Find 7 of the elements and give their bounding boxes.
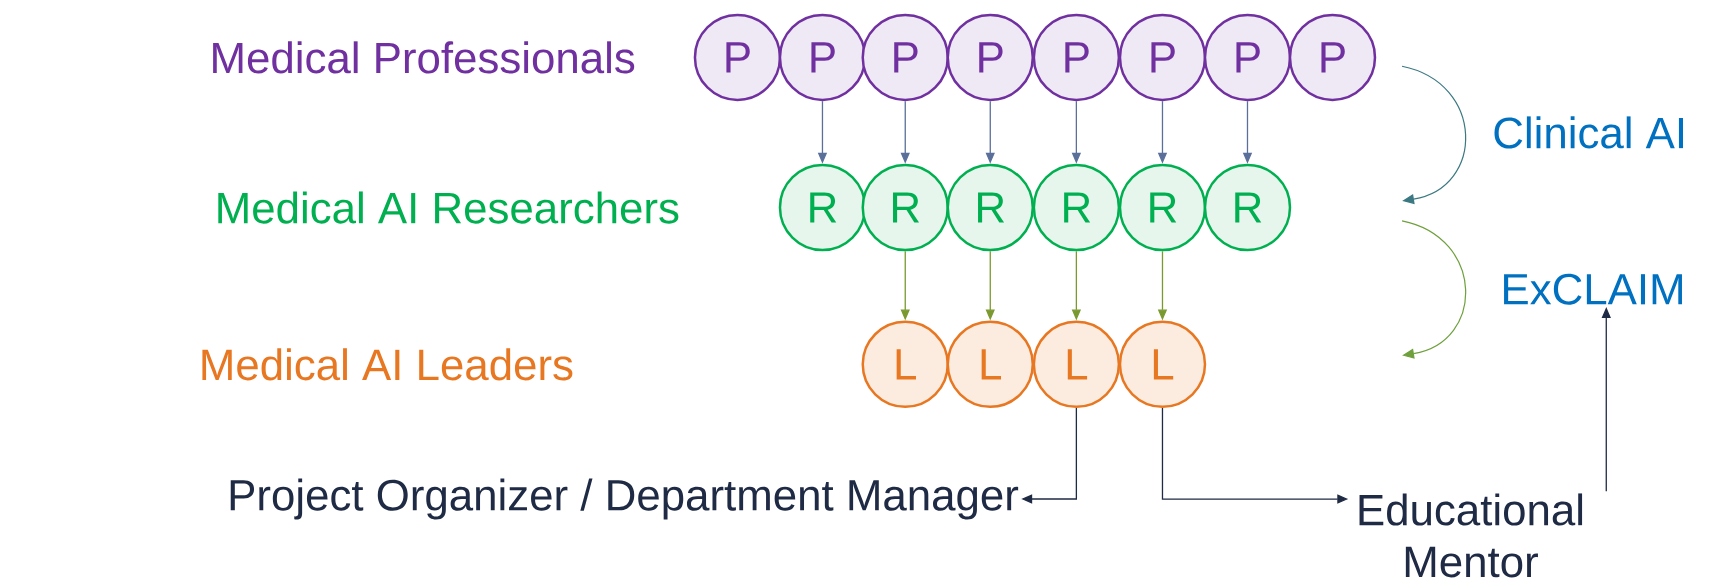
group-label: Medical Professionals bbox=[213, 41, 635, 74]
role-text: ExCLAIM bbox=[1504, 273, 1682, 305]
group-label: Medical AI Researchers bbox=[218, 191, 679, 224]
group-label: Clinical AI bbox=[1494, 116, 1683, 149]
group-label: Medical AI Leaders bbox=[202, 348, 573, 381]
role-text: Project Organizer / Department Manager bbox=[230, 478, 1019, 520]
role-text: Educational Mentor bbox=[1359, 493, 1583, 578]
